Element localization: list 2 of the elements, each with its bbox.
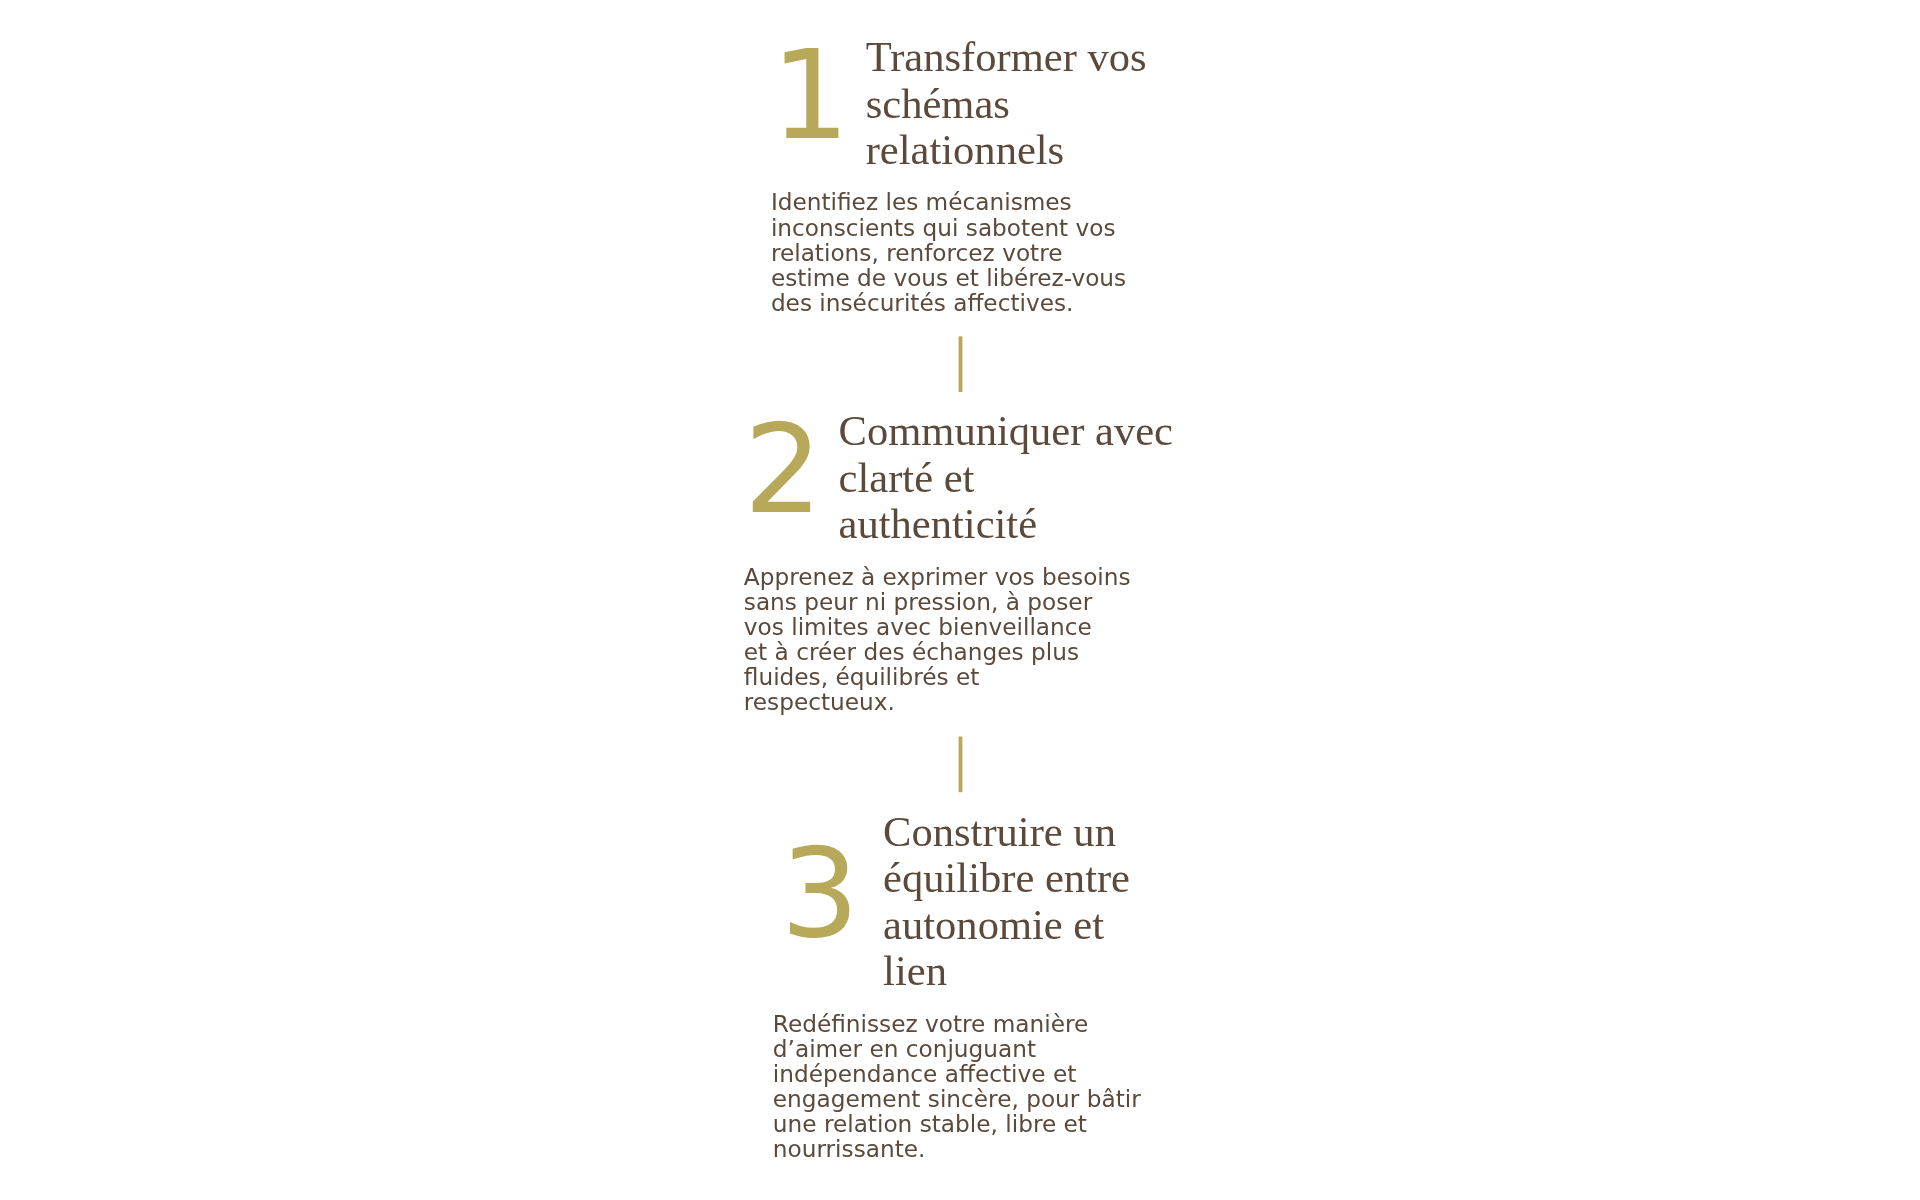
- connector: [958, 736, 962, 793]
- connector: [958, 336, 962, 392]
